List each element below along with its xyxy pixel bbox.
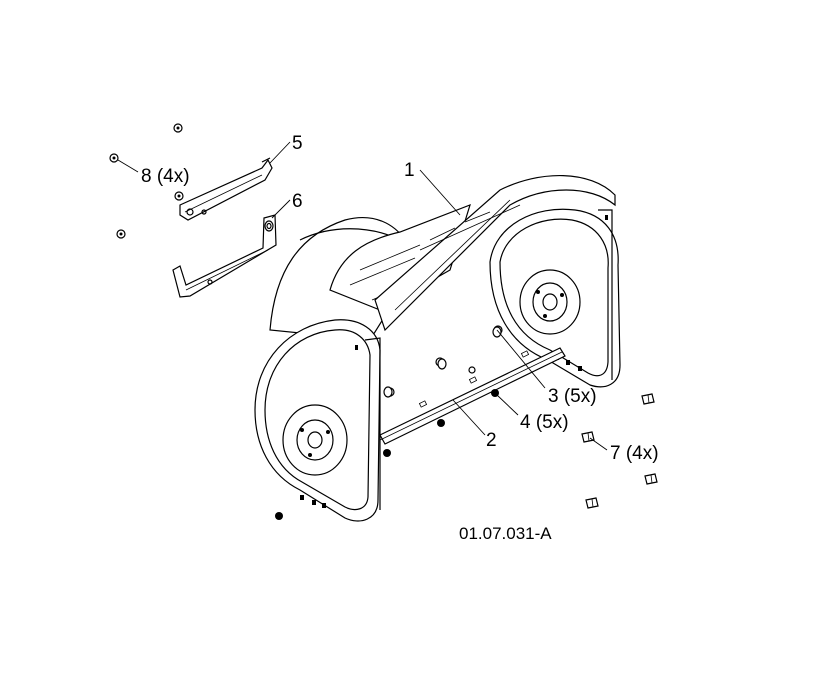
carriage-bolt-part-3 (383, 326, 502, 398)
callout-5: 5 (292, 133, 303, 154)
callout-6: 6 (292, 191, 303, 212)
callout-7: 7 (4x) (610, 443, 659, 464)
callout-1: 1 (404, 160, 415, 181)
bracket-part-6 (172, 214, 277, 298)
nut-8c (174, 191, 184, 201)
bracket-part-5 (179, 157, 273, 221)
auger-housing (254, 175, 621, 522)
nut-8b (109, 153, 119, 163)
bolt-7d (585, 497, 599, 509)
leader-lines (117, 141, 608, 451)
scraper-bar (379, 347, 566, 445)
bolt-7a (641, 393, 655, 405)
bolt-part-7 (581, 393, 658, 509)
nut-8a (173, 123, 183, 133)
callout-2: 2 (486, 430, 497, 451)
callout-4: 4 (5x) (520, 412, 569, 433)
bolt-7c (644, 473, 658, 485)
figure-id: 01.07.031-A (459, 524, 552, 543)
bolt-7b (581, 431, 595, 443)
callout-8: 8 (4x) (141, 166, 190, 187)
nut-part-8 (109, 123, 184, 239)
callout-3: 3 (5x) (548, 386, 597, 407)
nut-8d (116, 229, 126, 239)
